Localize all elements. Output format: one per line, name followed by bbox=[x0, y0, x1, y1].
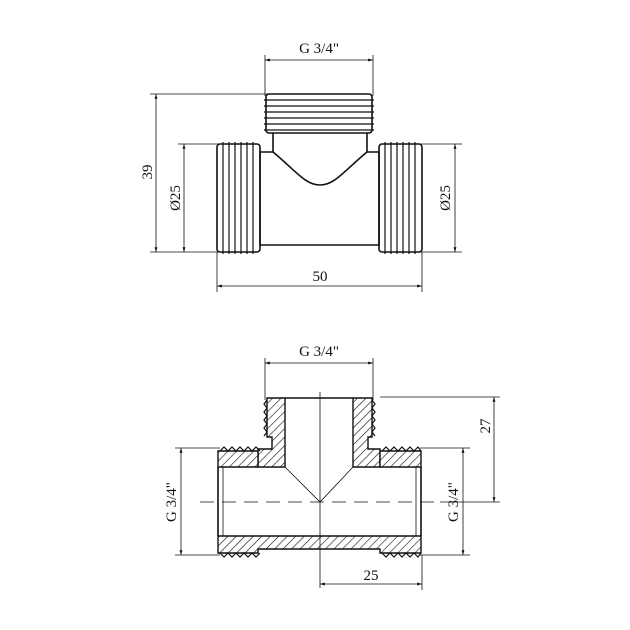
dim-half-length: 25 bbox=[320, 555, 423, 590]
branch-wall-right bbox=[352, 397, 381, 468]
dim-right-diameter: Ø25 bbox=[420, 143, 462, 253]
dim-length: 50 bbox=[216, 252, 423, 292]
dim-label: 39 bbox=[140, 165, 156, 180]
dim-label: G 3/4" bbox=[299, 344, 339, 360]
dim-branch-thread: G 3/4" bbox=[264, 41, 374, 96]
dim-label: G 3/4" bbox=[446, 482, 462, 522]
branch-thread bbox=[264, 93, 374, 134]
branch-thread-teeth bbox=[263, 399, 376, 437]
dim-label: G 3/4" bbox=[164, 482, 180, 522]
drill-point-cone bbox=[284, 466, 354, 503]
right-end-top-wall bbox=[379, 450, 422, 468]
branch-wall-left bbox=[257, 397, 286, 468]
dim-label: 27 bbox=[478, 418, 494, 434]
bore-outline bbox=[217, 397, 422, 536]
dim-left-thread: G 3/4" bbox=[164, 447, 220, 556]
section-view: G 3/4" 27 G 3/4" G 3/4" 25 bbox=[164, 344, 500, 590]
branch-saddle-curve bbox=[272, 151, 368, 186]
dim-branch-thread: G 3/4" bbox=[264, 344, 374, 400]
dim-branch-height: 27 bbox=[380, 396, 500, 503]
dim-label: Ø25 bbox=[438, 185, 454, 211]
top-view: G 3/4" 39 Ø25 Ø25 50 bbox=[140, 41, 462, 292]
dim-label: 50 bbox=[313, 269, 328, 285]
tee-body-outline bbox=[259, 133, 380, 246]
right-thread bbox=[378, 142, 423, 254]
end-thread-teeth bbox=[219, 446, 422, 558]
dim-label: G 3/4" bbox=[299, 41, 339, 57]
dim-right-thread: G 3/4" bbox=[420, 447, 470, 556]
dim-label: Ø25 bbox=[168, 185, 184, 211]
dim-left-diameter: Ø25 bbox=[168, 143, 220, 253]
bottom-wall bbox=[217, 535, 422, 554]
left-end-top-wall bbox=[217, 450, 259, 468]
left-thread bbox=[216, 142, 261, 254]
dim-label: 25 bbox=[364, 568, 379, 584]
dim-height: 39 bbox=[140, 93, 268, 253]
